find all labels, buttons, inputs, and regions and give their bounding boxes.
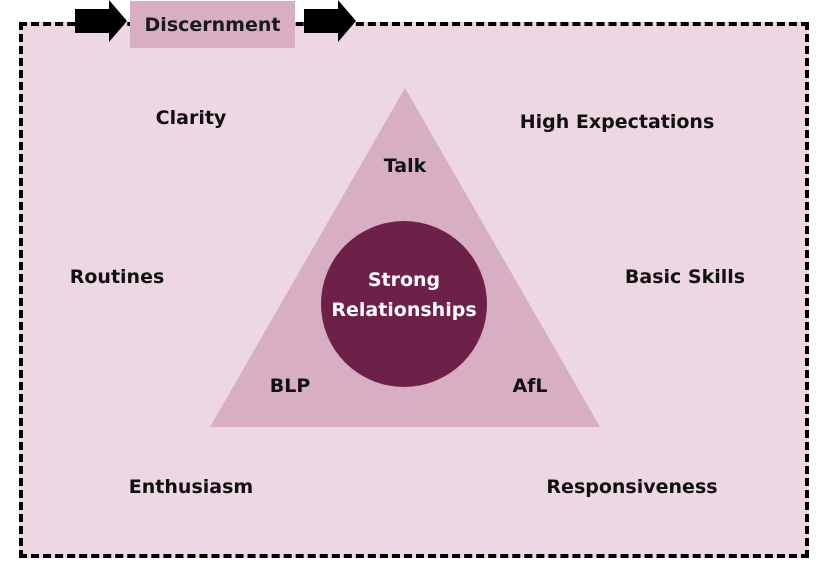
title-text: Discernment xyxy=(144,13,281,36)
triangle-label-bottom-right: AfL xyxy=(512,375,548,397)
label-enthusiasm: Enthusiasm xyxy=(128,476,254,498)
triangle-label-top: Talk xyxy=(383,155,427,177)
label-basic-skills: Basic Skills xyxy=(624,266,746,288)
center-label-line2: Relationships xyxy=(331,299,477,321)
triangle-label-bottom-left: BLP xyxy=(269,375,311,397)
label-routines: Routines xyxy=(69,266,165,288)
label-responsiveness: Responsiveness xyxy=(546,476,718,498)
label-clarity: Clarity xyxy=(155,107,227,129)
right-arrow-icon xyxy=(75,0,127,42)
center-circle: Strong Relationships xyxy=(321,221,487,387)
title-box: Discernment xyxy=(130,1,295,48)
label-high-expectations: High Expectations xyxy=(519,111,715,133)
center-label-line1: Strong xyxy=(367,269,441,291)
right-arrow-icon xyxy=(304,0,356,42)
